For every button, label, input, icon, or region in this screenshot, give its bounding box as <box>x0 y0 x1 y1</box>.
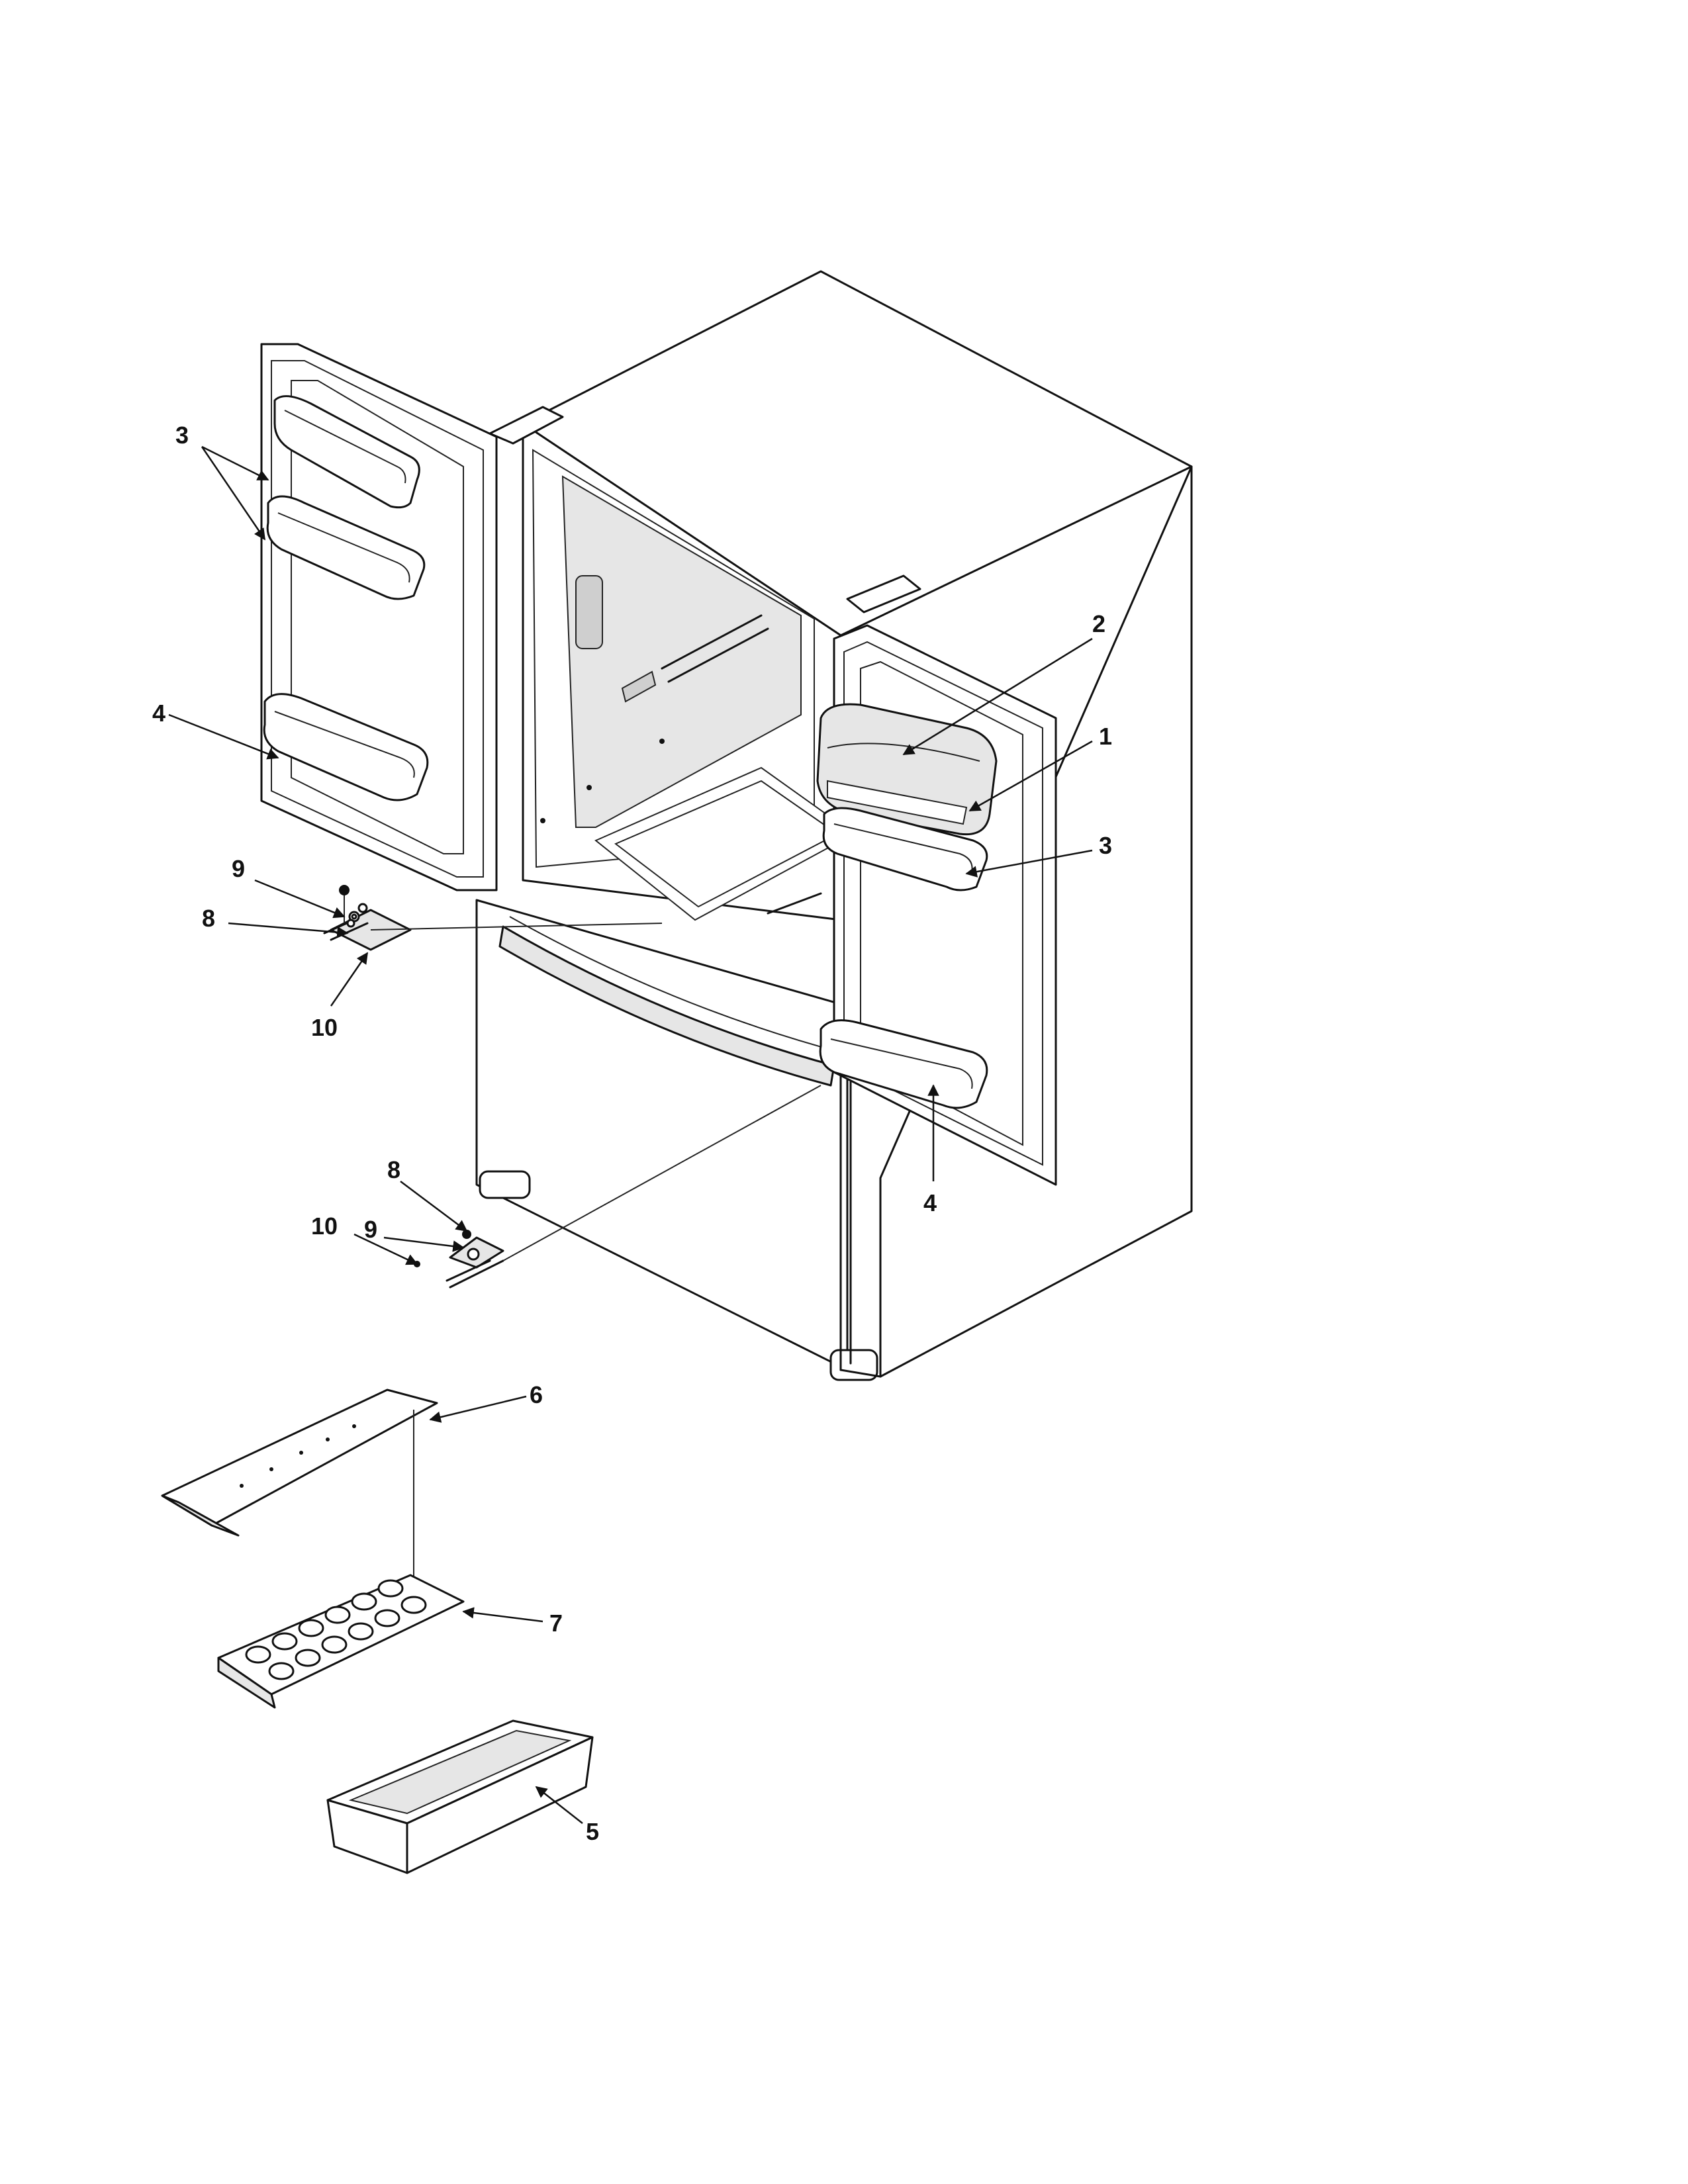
callout-10-lower: 10 <box>311 1212 338 1240</box>
callout-3-left: 3 <box>175 422 189 449</box>
part-6-shelf <box>161 1388 438 1537</box>
callout-labels: 3 4 2 1 3 4 9 8 10 8 9 10 6 7 5 <box>152 422 1112 1845</box>
dairy-compartment <box>816 703 998 836</box>
callout-6: 6 <box>530 1381 543 1408</box>
callout-2: 2 <box>1092 610 1105 637</box>
callout-8-lower: 8 <box>387 1156 400 1183</box>
left-door-bins <box>263 395 429 801</box>
callout-1: 1 <box>1099 723 1112 750</box>
callout-4-left: 4 <box>152 700 165 727</box>
upper-hinge-assembly <box>323 885 412 951</box>
callout-10-upper: 10 <box>311 1014 338 1041</box>
lower-hinge-assembly <box>414 1230 504 1289</box>
callout-9-lower: 9 <box>364 1216 377 1243</box>
right-door-bins <box>819 807 988 1109</box>
leader-lines <box>168 445 1093 1824</box>
callout-7: 7 <box>549 1610 563 1637</box>
callout-4-right: 4 <box>923 1189 937 1216</box>
left-door <box>260 343 498 891</box>
callout-5: 5 <box>586 1818 599 1845</box>
callout-3-right: 3 <box>1099 832 1112 859</box>
part-5-bin <box>326 1719 594 1874</box>
part-7-egg-tray <box>217 1574 465 1709</box>
callout-9-upper: 9 <box>232 855 245 882</box>
right-door <box>816 624 1057 1186</box>
callout-8-upper: 8 <box>202 905 215 932</box>
